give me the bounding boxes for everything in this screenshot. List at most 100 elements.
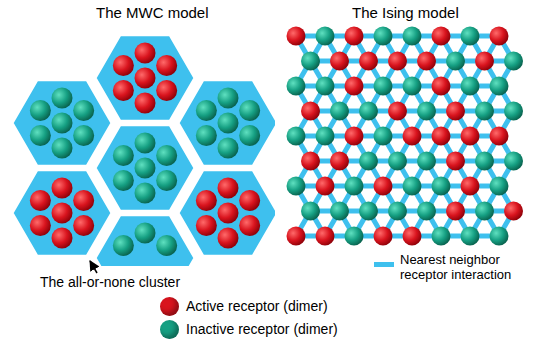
receptor-dot	[73, 215, 94, 236]
receptor-dot	[30, 215, 51, 236]
receptor-dot	[504, 152, 523, 171]
receptor-dot	[359, 152, 378, 171]
receptor-dot	[490, 177, 509, 196]
receptor-dot	[73, 100, 94, 121]
receptor-dot	[52, 113, 73, 134]
receptor-dot	[374, 177, 393, 196]
receptor-dot	[475, 202, 494, 221]
pointer-arrow	[90, 261, 97, 273]
receptor-dot	[52, 88, 73, 109]
receptor-dot	[388, 102, 407, 121]
receptor-dot	[52, 138, 73, 159]
receptor-dot	[135, 93, 156, 114]
receptor-dot	[239, 190, 260, 211]
legend-dot	[160, 320, 179, 339]
receptor-dot	[475, 102, 494, 121]
receptor-dot	[388, 202, 407, 221]
receptor-dot	[196, 125, 217, 146]
receptor-dot	[287, 77, 306, 96]
receptor-dot	[218, 203, 239, 224]
receptor-dot	[330, 102, 349, 121]
receptor-dot	[504, 202, 523, 221]
receptor-dot	[330, 202, 349, 221]
receptor-dot	[156, 235, 177, 256]
receptor-dot	[156, 170, 177, 191]
receptor-dot	[345, 77, 364, 96]
receptor-dot	[490, 77, 509, 96]
receptor-dot	[490, 227, 509, 246]
receptor-dot	[330, 52, 349, 71]
receptor-dot	[218, 88, 239, 109]
receptor-dot	[316, 227, 335, 246]
receptor-dot	[446, 152, 465, 171]
legend-text: Active receptor (dimer)	[186, 298, 406, 314]
receptor-dot	[403, 177, 422, 196]
receptor-dot	[73, 125, 94, 146]
mwc-clusters	[12, 35, 275, 266]
receptor-dot	[218, 178, 239, 199]
receptor-dot	[432, 77, 451, 96]
panel-title: The Ising model	[352, 4, 512, 21]
cluster-hexagon	[178, 170, 275, 257]
cluster-hexagon	[178, 80, 275, 167]
receptor-dot	[403, 227, 422, 246]
receptor-dot	[345, 227, 364, 246]
receptor-dot	[52, 178, 73, 199]
legend-text: Inactive receptor (dimer)	[186, 321, 406, 337]
receptor-dot	[156, 55, 177, 76]
receptor-dot	[30, 125, 51, 146]
receptor-dot	[374, 27, 393, 46]
receptor-dot	[301, 52, 320, 71]
receptor-dot	[432, 227, 451, 246]
receptor-dot	[135, 223, 156, 244]
receptor-dot	[374, 77, 393, 96]
receptor-dot	[345, 27, 364, 46]
receptor-dot	[218, 113, 239, 134]
receptor-dot	[388, 152, 407, 171]
receptor-dot	[504, 102, 523, 121]
receptor-dot	[374, 127, 393, 146]
receptor-dot	[359, 52, 378, 71]
receptor-dot	[461, 27, 480, 46]
cluster-hexagon	[95, 125, 195, 212]
receptor-dot	[30, 190, 51, 211]
cluster-hexagon	[95, 215, 195, 266]
receptor-dot	[417, 102, 436, 121]
receptor-dot	[374, 227, 393, 246]
receptor-dot	[446, 52, 465, 71]
cluster-hexagon	[12, 80, 112, 167]
receptor-dot	[196, 100, 217, 121]
receptor-dot	[403, 127, 422, 146]
receptor-dot	[504, 52, 523, 71]
receptor-dot	[345, 177, 364, 196]
receptor-dot	[301, 202, 320, 221]
receptor-dot	[196, 190, 217, 211]
receptor-dot	[359, 102, 378, 121]
receptor-dot	[316, 27, 335, 46]
receptor-dot	[73, 190, 94, 211]
receptor-dot	[432, 127, 451, 146]
receptor-dot	[316, 127, 335, 146]
receptor-dot	[446, 102, 465, 121]
receptor-dot	[432, 27, 451, 46]
receptor-dot	[446, 202, 465, 221]
receptor-dot	[301, 152, 320, 171]
receptor-dot	[417, 152, 436, 171]
receptor-dot	[113, 235, 134, 256]
receptor-dot	[239, 215, 260, 236]
receptor-dot	[359, 202, 378, 221]
receptor-dot	[135, 183, 156, 204]
receptor-dot	[287, 27, 306, 46]
receptor-dot	[113, 80, 134, 101]
panel-title: The MWC model	[96, 4, 256, 21]
receptor-dot	[316, 177, 335, 196]
receptor-dot	[475, 152, 494, 171]
receptor-dot	[218, 228, 239, 249]
receptor-dot	[135, 68, 156, 89]
legend-dot	[160, 297, 179, 316]
receptor-dot	[330, 152, 349, 171]
receptor-dot	[461, 227, 480, 246]
receptor-dot	[239, 100, 260, 121]
cluster-hexagon	[95, 35, 195, 122]
receptor-dot	[403, 77, 422, 96]
